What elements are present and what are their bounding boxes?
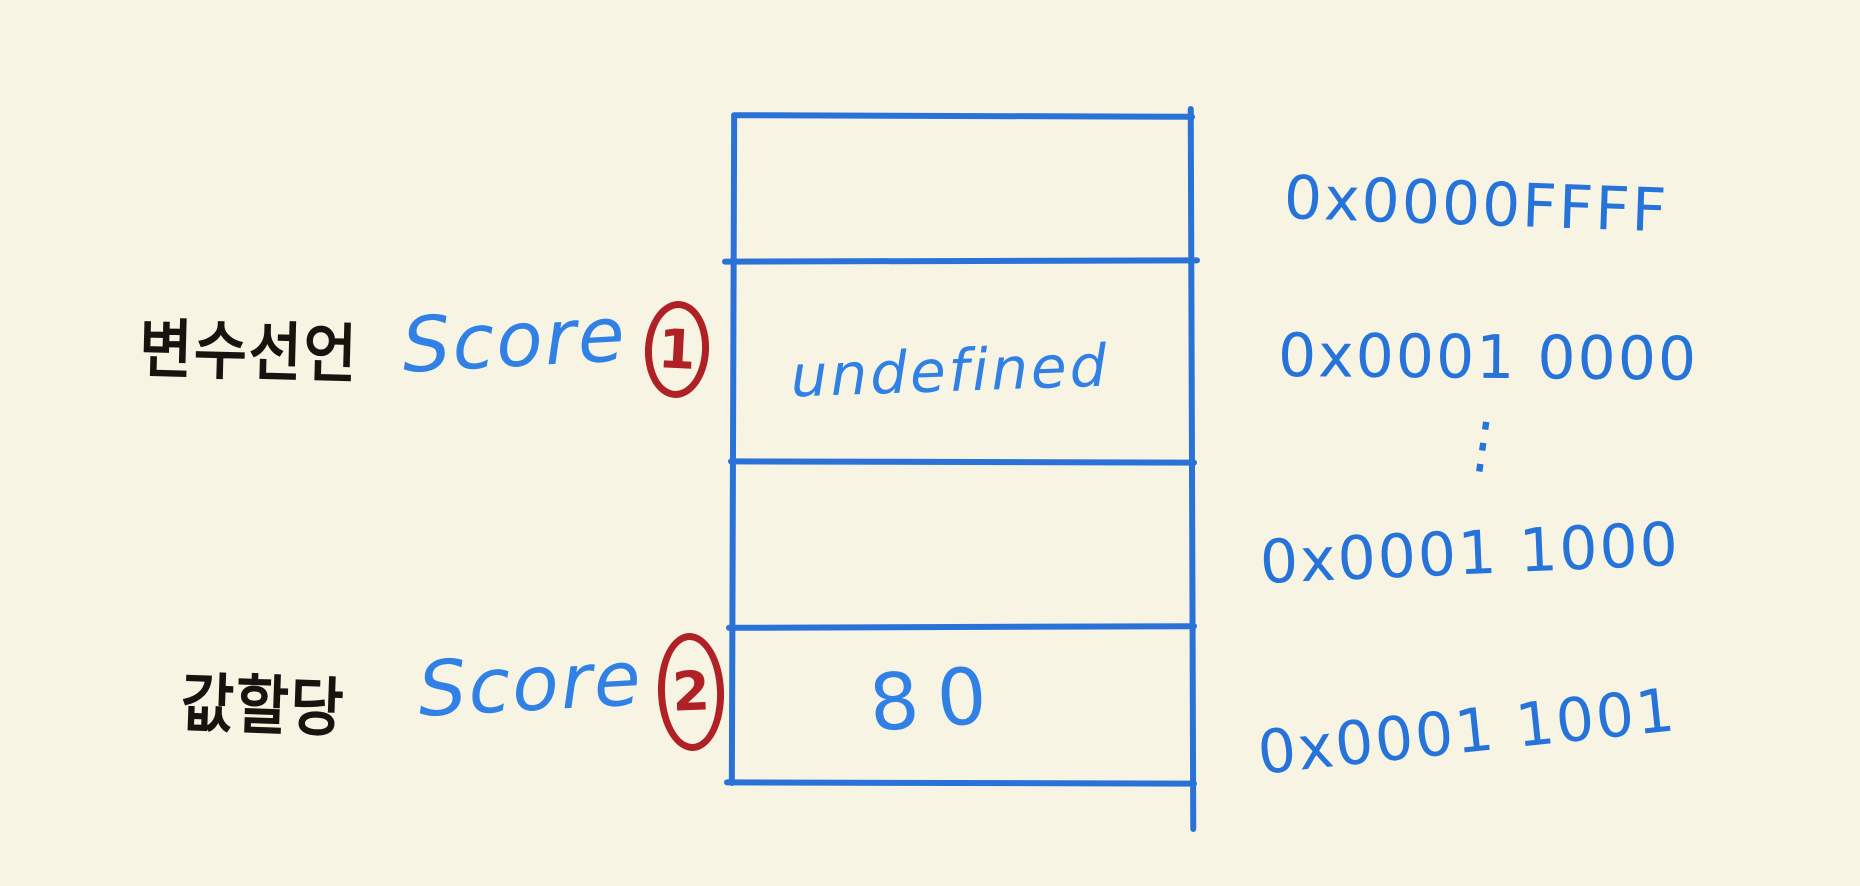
memory-address-3: 0x0001 1000 <box>1258 509 1682 598</box>
memory-box-bottom-line <box>723 779 1198 787</box>
memory-address-1: 0x0000FFFF <box>1282 163 1670 247</box>
memory-box-left-line <box>728 112 738 787</box>
memory-cell-4-value: 80 <box>866 650 1008 750</box>
assignment-step-number: 2 <box>671 659 711 724</box>
memory-box-right-line <box>1187 105 1197 833</box>
declaration-step-circle: 1 <box>642 299 712 400</box>
assignment-step-circle: 2 <box>655 631 727 753</box>
memory-cell-1 <box>737 119 1189 258</box>
memory-address-4: 0x0001 1001 <box>1254 675 1680 789</box>
address-vertical-ellipsis: ⋮ <box>1447 404 1519 485</box>
declaration-variable-name: Score <box>399 289 629 390</box>
declaration-step-number: 1 <box>656 316 698 382</box>
memory-address-2: 0x0001 0000 <box>1277 321 1699 395</box>
assignment-variable-name: Score <box>415 633 645 734</box>
assignment-korean-label: 값할당 <box>179 667 347 747</box>
memory-cell-3 <box>737 465 1189 624</box>
declaration-korean-label: 변수선언 <box>138 313 360 393</box>
memory-cell-2-value: undefined <box>789 331 1111 411</box>
